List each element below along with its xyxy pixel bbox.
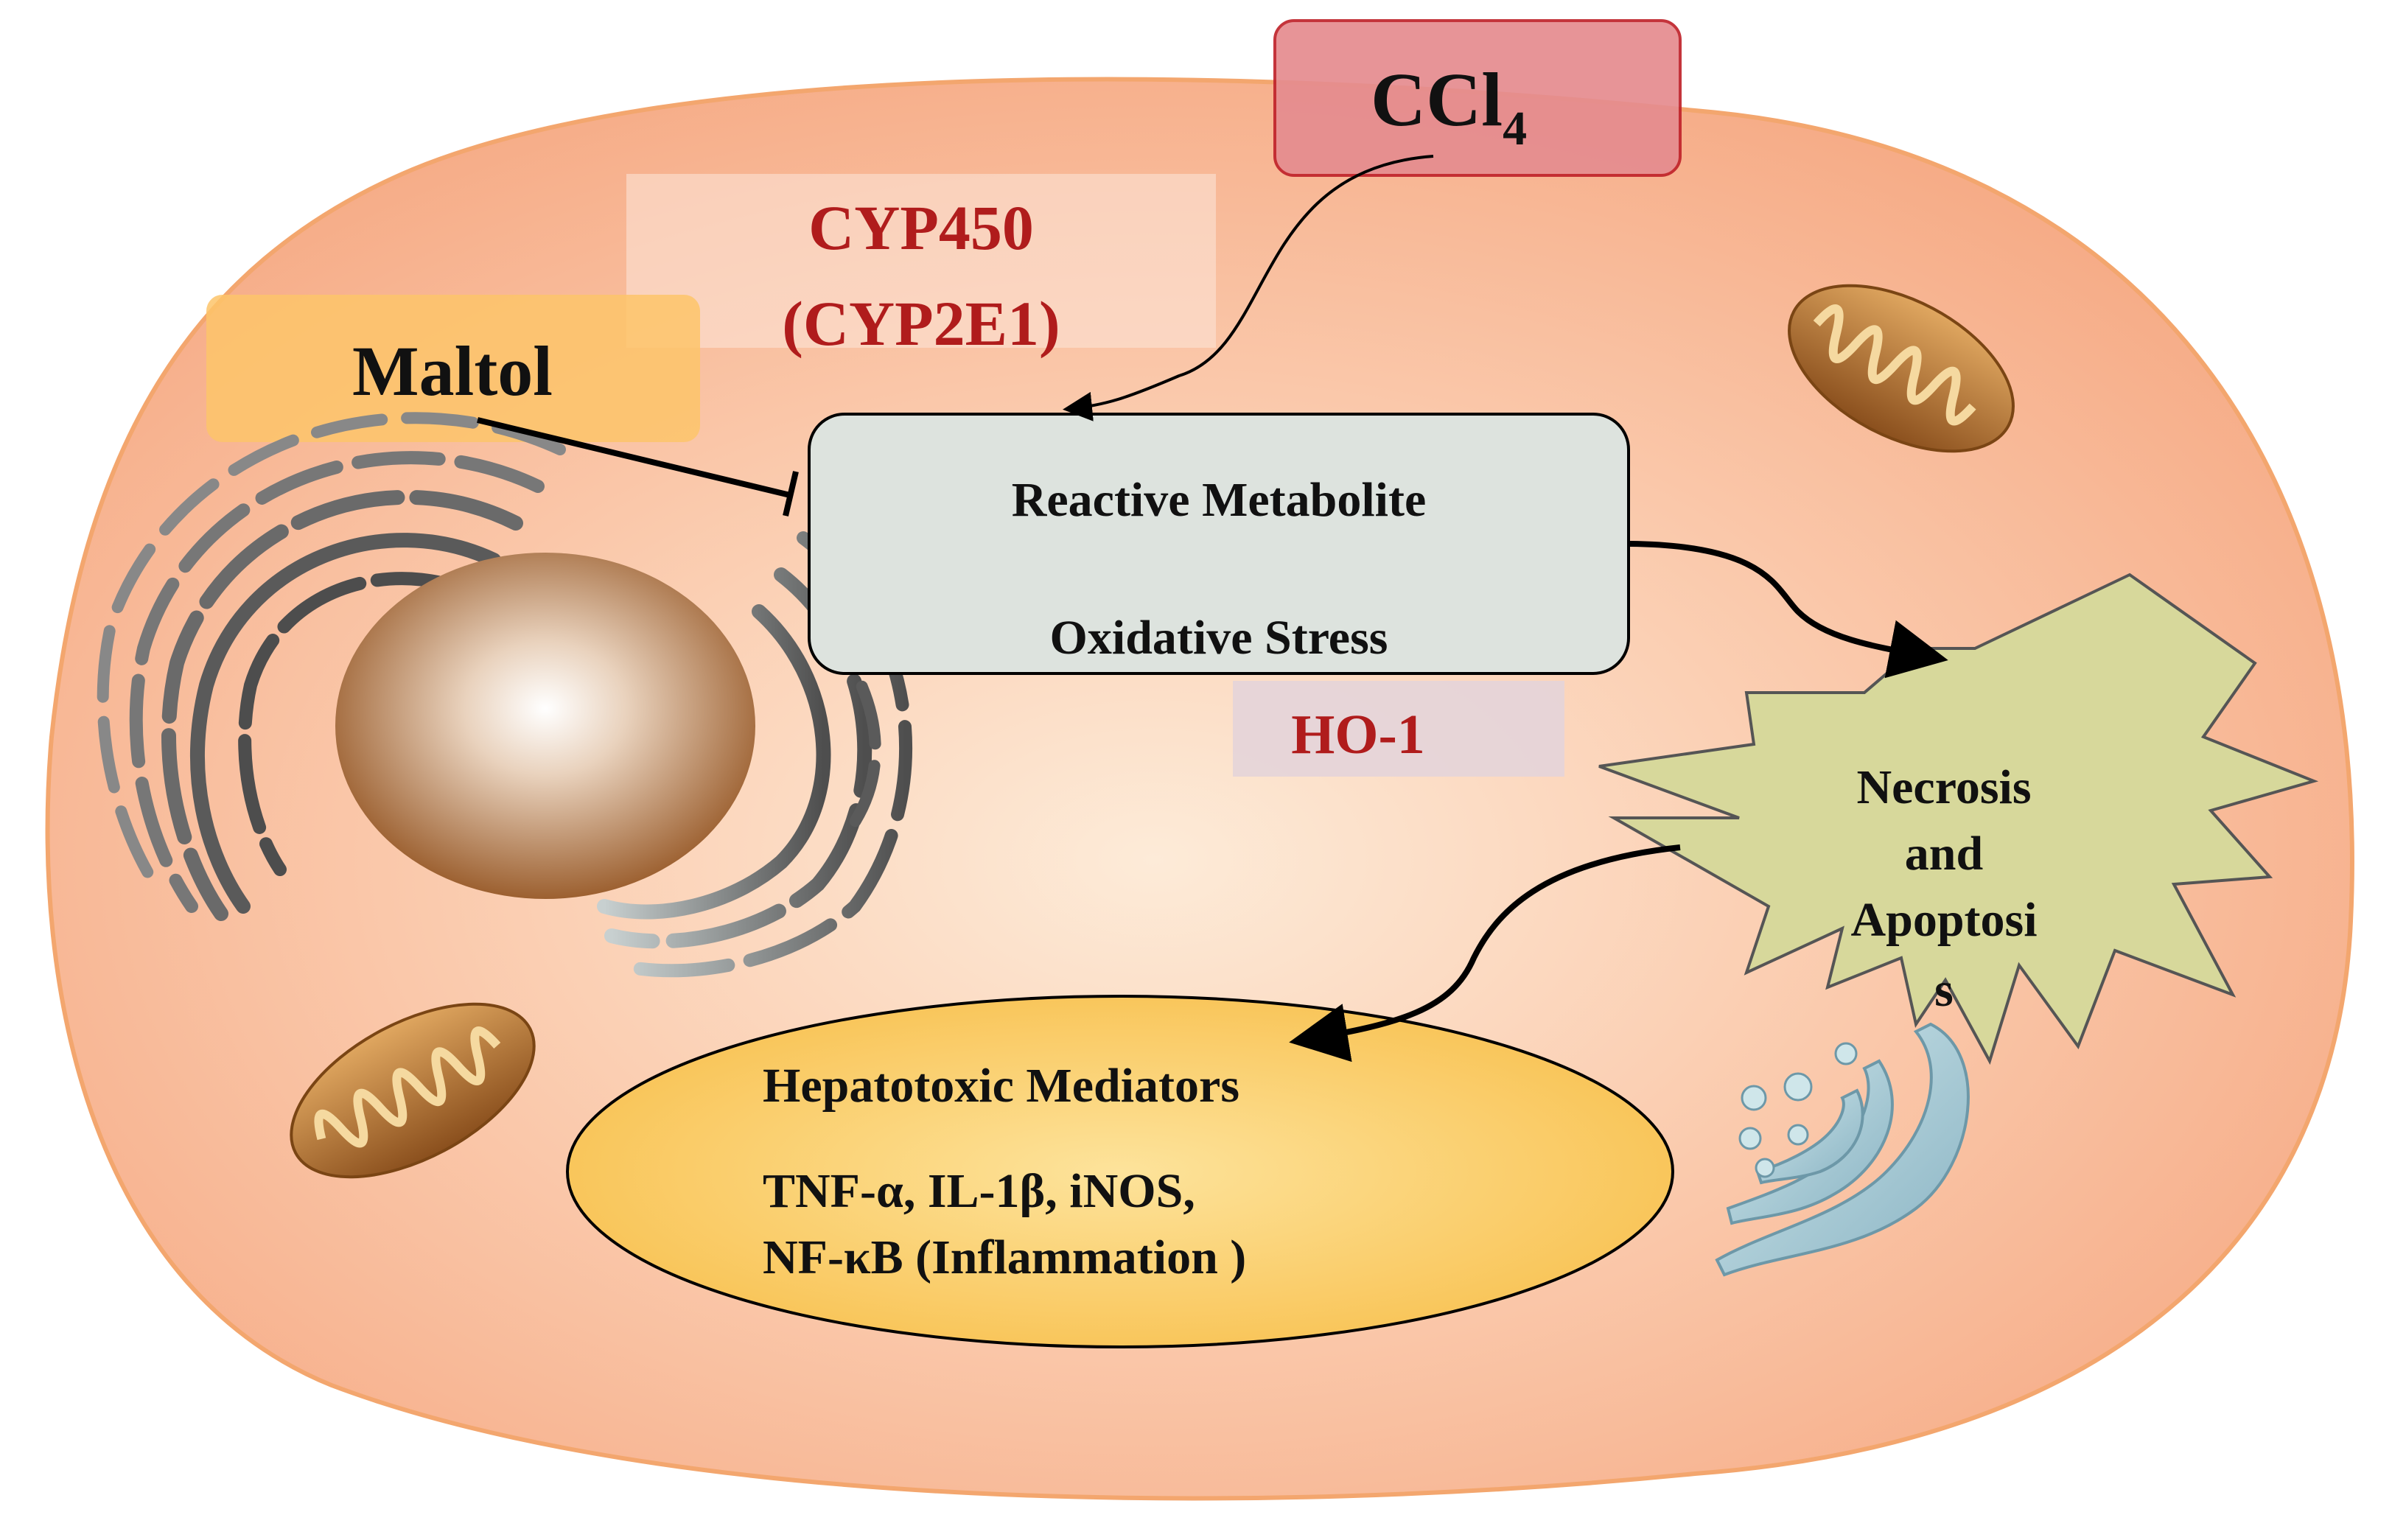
reactive-metabolite-box xyxy=(808,413,1630,675)
mitochondrion-bottom-left-icon xyxy=(290,1002,536,1179)
ccl4-to-metabolite-arrow xyxy=(1063,155,1434,421)
cyp2e1-label: (CYP2E1) xyxy=(782,288,1060,359)
cyp450-label: CYP450 xyxy=(808,192,1034,263)
ccl4-label: CCl4 xyxy=(1371,57,1527,155)
reactive-metabolite-label: Reactive Metabolite xyxy=(1012,473,1427,527)
maltol-label: Maltol xyxy=(352,332,553,410)
mitochondrion-top-right-icon xyxy=(1788,284,2015,453)
cyp450-highlight-box xyxy=(626,174,1216,348)
oxidative-stress-label: Oxidative Stress xyxy=(1050,611,1388,665)
necrosis-label-line4: s xyxy=(1934,963,1954,1017)
ho1-box xyxy=(1233,681,1564,777)
nucleus-icon xyxy=(335,553,755,899)
endoplasmic-reticulum-icon xyxy=(97,412,566,921)
ho1-label: HO-1 xyxy=(1291,704,1425,766)
necrosis-to-mediators-arrow xyxy=(1289,844,1681,1063)
necrosis-label-line1: Necrosis xyxy=(1856,760,2031,814)
hepatotoxic-mediators-title: Hepatotoxic Mediators xyxy=(763,1059,1239,1113)
maltol-box xyxy=(206,295,700,442)
ccl4-subscript: 4 xyxy=(1503,102,1527,155)
hepatotoxic-mediators-line1: TNF-α, IL-1β, iNOS, xyxy=(763,1164,1195,1218)
ccl4-box xyxy=(1273,19,1682,177)
maltol-inhibition-line xyxy=(477,417,799,517)
necrosis-apoptosis-burst xyxy=(1598,573,2319,1065)
metabolite-to-necrosis-arrow xyxy=(1629,541,1948,679)
hepatotoxic-mediators-line2: NF-κB (Inflammation ) xyxy=(763,1231,1246,1284)
hepatotoxic-mediators-ellipse xyxy=(566,995,1674,1348)
necrosis-label-line2: and xyxy=(1905,827,1983,881)
necrosis-label-line3: Apoptosi xyxy=(1850,893,2037,947)
golgi-apparatus-icon xyxy=(1715,1022,1970,1277)
